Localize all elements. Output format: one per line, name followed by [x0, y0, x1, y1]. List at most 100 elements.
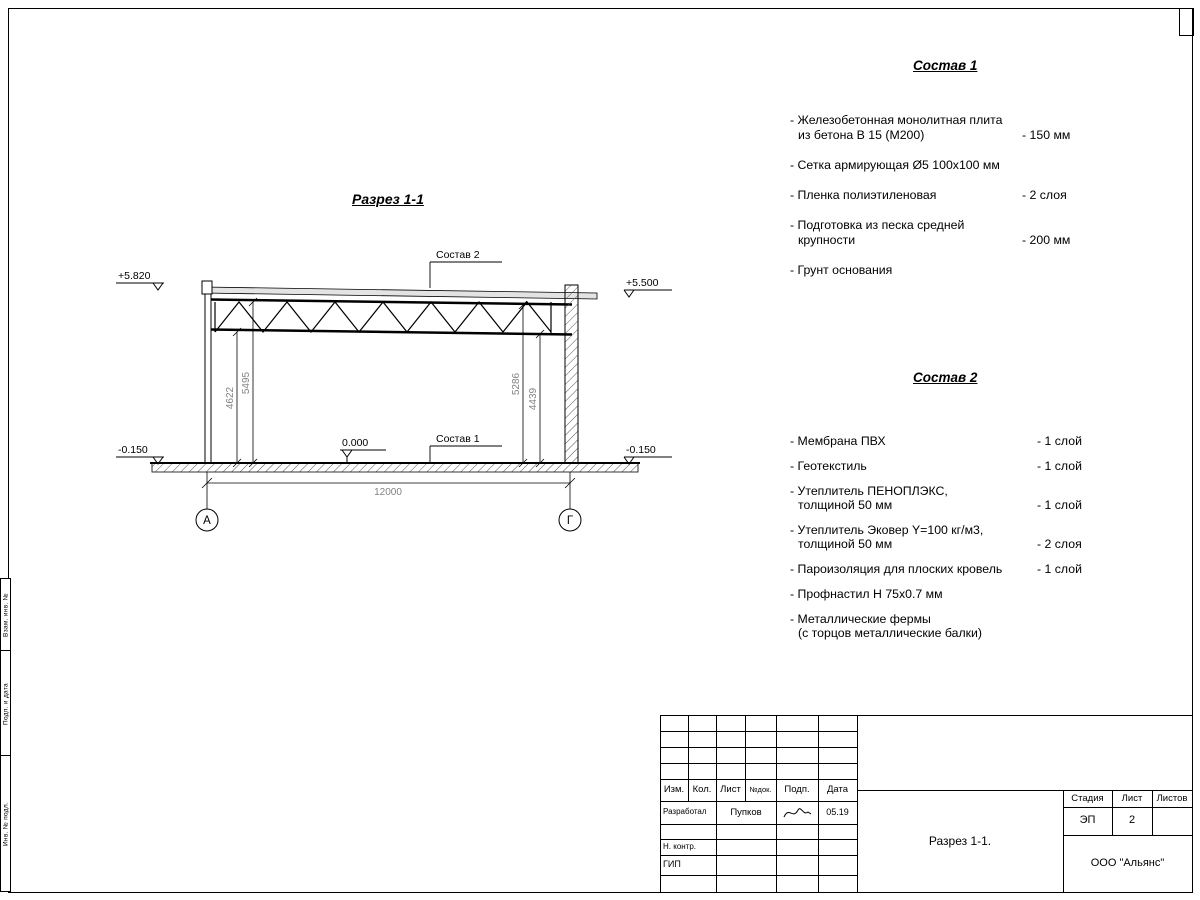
tb-col-list: Лист	[720, 784, 741, 796]
floor-slab	[151, 462, 639, 473]
axis-right-label: Г	[567, 515, 574, 527]
sheet-frame	[8, 8, 1193, 893]
elevation-bottom-right: -0.150	[626, 444, 656, 456]
dim-right-outer: 4439	[528, 387, 539, 410]
tb-ncontr-role: Н. контр.	[663, 841, 697, 851]
section-title: Разрез 1-1	[352, 191, 424, 207]
spec-item-text: - Железобетонная монолитная плита	[790, 113, 1003, 127]
tb-line	[857, 790, 1192, 791]
label-sostav2: Состав 2	[436, 249, 480, 261]
spec-item-value: - 2 слоя	[1037, 537, 1082, 551]
spec-item: - Пленка полиэтиленовая - 2 слоя	[790, 188, 1090, 203]
tb-line	[660, 801, 857, 802]
tb-line	[660, 747, 857, 748]
spec-item-text: толщиной 50 мм	[798, 537, 893, 551]
wall-right	[564, 284, 579, 464]
dim-right-inner: 5286	[511, 372, 522, 395]
spec-item-text: - Подготовка из песка средней	[790, 218, 965, 232]
truss-bottom-chord	[209, 328, 573, 336]
spec-sostav-2: - Мембрана ПВХ - 1 слой - Геотекстиль - …	[790, 434, 1102, 651]
tb-line	[660, 779, 857, 780]
spec-item: - Подготовка из песка средней крупности …	[790, 218, 1090, 248]
elevation-floor: 0.000	[342, 437, 368, 449]
tb-sheets-value	[1152, 807, 1192, 835]
spec-item-value: - 1 слой	[1037, 434, 1082, 448]
spec-item-value: - 1 слой	[1037, 459, 1082, 473]
tb-line	[660, 763, 857, 764]
tb-gip-role: ГИП	[663, 859, 681, 870]
tb-developer-name: Пупков	[730, 806, 762, 818]
spec-item-text: - Профнастил Н 75x0.7 мм	[790, 587, 943, 601]
spec-item-text: толщиной 50 мм	[798, 498, 893, 512]
tb-line	[776, 715, 777, 892]
spec-item: - Мембрана ПВХ - 1 слой	[790, 434, 1102, 448]
spec-item-text: - Утеплитель ПЕНОПЛЭКС,	[790, 484, 948, 498]
tb-col-podp: Подп.	[784, 784, 810, 796]
spec2-title: Состав 2	[913, 370, 978, 385]
tb-line	[1063, 807, 1192, 808]
label-sostav1: Состав 1	[436, 433, 480, 445]
spec-item: - Утеплитель ПЕНОПЛЭКС, толщиной 50 мм -…	[790, 484, 1102, 512]
corner-stamp-box	[1179, 8, 1194, 36]
tb-doc-name: Разрез 1-1.	[928, 833, 992, 848]
spec-item-text: - Мембрана ПВХ	[790, 434, 886, 448]
tb-stage-label: Стадия	[1071, 792, 1104, 804]
spec-item: - Железобетонная монолитная плита из бет…	[790, 113, 1090, 143]
elevation-top-right: +5.500	[626, 277, 659, 289]
spec-item-text: крупности	[798, 233, 856, 247]
axis-bubble-left	[195, 508, 219, 532]
column-left	[204, 293, 212, 464]
truss-web	[214, 301, 552, 333]
stamp-inv-podl-label: Инв. № подл.	[2, 801, 9, 846]
spec-item-text: - Геотекстиль	[790, 459, 867, 473]
tb-col-kol: Кол.	[692, 784, 712, 796]
tb-developer-signature	[776, 801, 818, 824]
tb-line	[660, 731, 857, 732]
roof-slab	[202, 286, 598, 300]
tb-line	[688, 715, 689, 801]
roof-parapet-left	[201, 280, 213, 295]
tb-line	[660, 839, 857, 840]
tb-line	[1112, 790, 1113, 835]
tb-col-izm: Изм.	[663, 784, 685, 796]
tb-line	[1152, 790, 1153, 835]
spec-item-text: из бетона В 15 (М200)	[798, 128, 925, 142]
spec-item: - Металлические фермы (с торцов металлич…	[790, 612, 1102, 640]
tb-company: ООО "Альянс"	[1090, 856, 1165, 869]
spec-item-text: - Сетка армирующая Ø5 100x100 мм	[790, 158, 1000, 172]
tb-line	[660, 875, 857, 876]
tb-line	[1063, 790, 1064, 892]
elevation-bottom-left: -0.150	[118, 444, 148, 456]
tb-line	[660, 715, 1192, 716]
tb-line	[716, 715, 717, 892]
tb-line	[660, 855, 857, 856]
truss-top-chord	[209, 298, 573, 306]
spec-item-text: - Пленка полиэтиленовая	[790, 188, 937, 202]
spec-item-value: - 1 слой	[1037, 498, 1082, 512]
elevation-top-left: +5.820	[118, 270, 151, 282]
spec1-title: Состав 1	[913, 58, 978, 73]
spec-item: - Сетка армирующая Ø5 100x100 мм	[790, 158, 1090, 173]
spec-item-text: - Грунт основания	[790, 263, 893, 277]
dim-span: 12000	[374, 487, 402, 498]
elevation-marks	[116, 282, 672, 465]
axis-bubble-right	[558, 508, 582, 532]
axis-left-label: А	[203, 515, 211, 527]
tb-line	[1063, 835, 1192, 836]
spec-item-text: - Металлические фермы	[790, 612, 931, 626]
tb-developer-role: Разработал	[663, 807, 707, 817]
spec-item-value: - 200 мм	[1022, 233, 1071, 247]
spec-item: - Утеплитель Эковер Y=100 кг/м3, толщино…	[790, 523, 1102, 551]
tb-stage-value: ЭП	[1079, 814, 1096, 827]
spec-sostav-1: - Железобетонная монолитная плита из бет…	[790, 113, 1090, 293]
title-block: Изм. Кол. Лист №док. Подп. Дата Разработ…	[660, 715, 1192, 892]
tb-developer-date: 05.19	[826, 806, 849, 817]
stamp-podp-data: Подп. и дата	[0, 650, 11, 757]
stamp-inv-podl: Инв. № подл.	[0, 755, 11, 892]
tb-col-ndok: №док.	[749, 785, 772, 795]
tb-line	[660, 824, 857, 825]
tb-line	[818, 715, 819, 892]
spec-item-text: - Утеплитель Эковер Y=100 кг/м3,	[790, 523, 984, 537]
tb-line	[857, 715, 858, 892]
dim-left-inner: 5495	[241, 371, 252, 394]
